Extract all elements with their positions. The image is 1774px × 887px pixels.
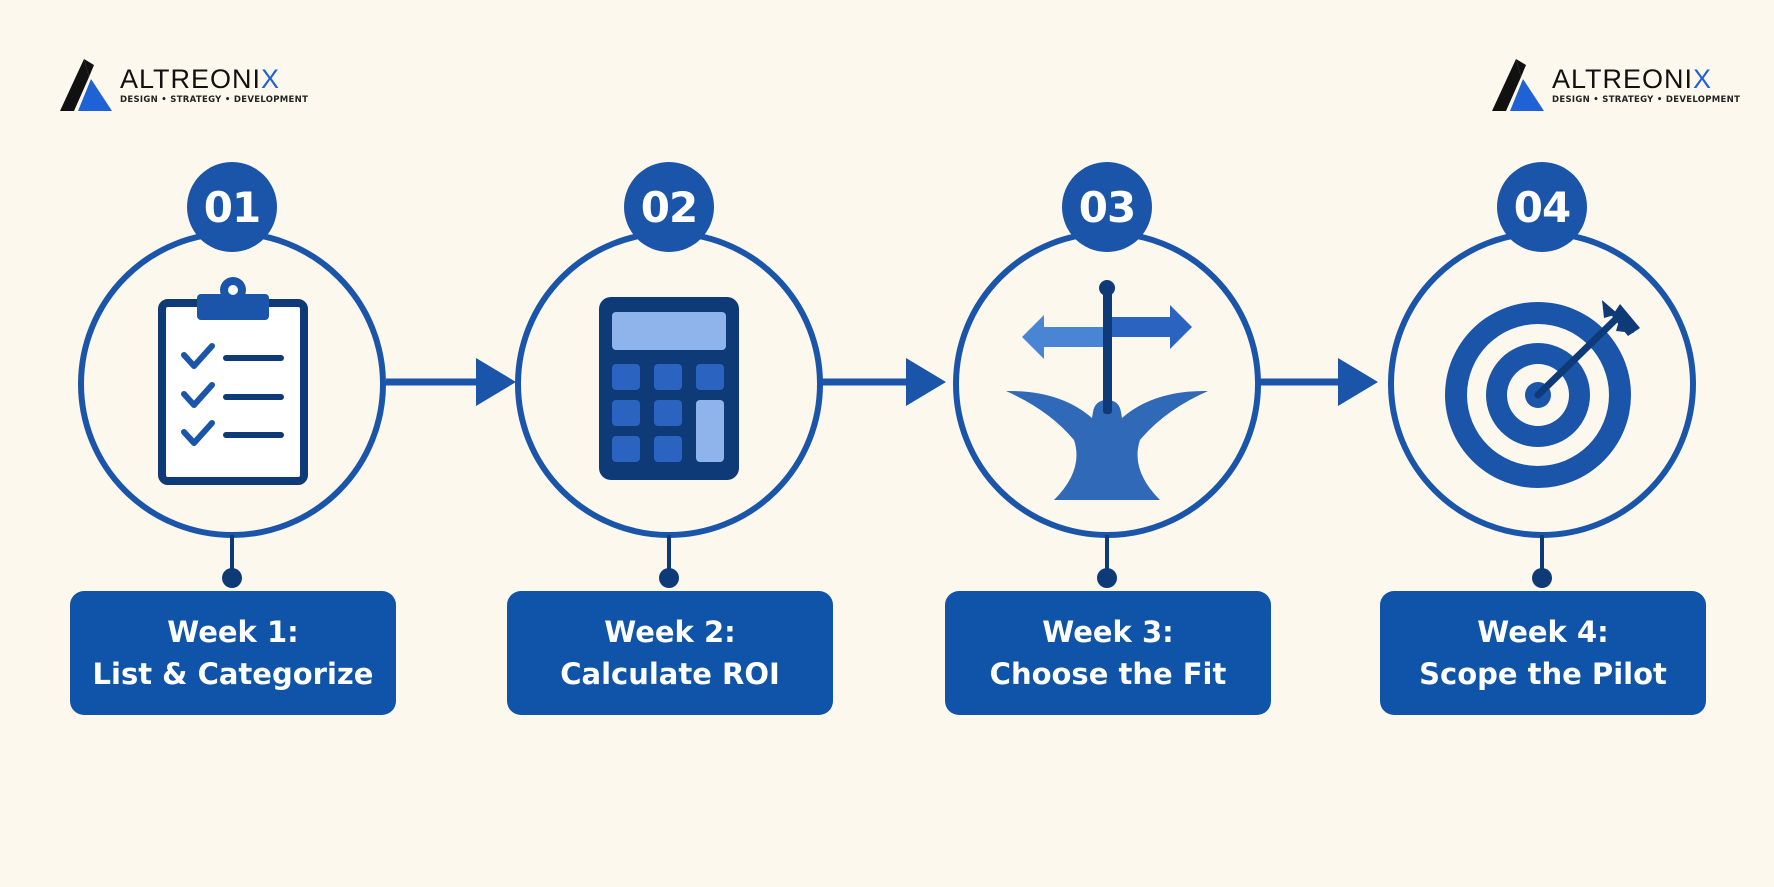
connector-arrow [822,358,946,406]
brand-name: ALTREONIX [120,64,281,94]
step-3-graphic [953,230,1261,588]
connector-arrow [386,358,516,406]
step-title: Calculate ROI [560,657,780,691]
logo-mark-icon [1492,59,1544,111]
step-title: Choose the Fit [989,657,1227,691]
step-number-badge: 01 [187,162,277,252]
step-1-graphic [78,230,386,588]
target-arrow-icon [1445,300,1640,488]
step-title: List & Categorize [92,657,374,691]
brand-tagline: DESIGN • STRATEGY • DEVELOPMENT [120,95,309,105]
step-label-box: Week 3: Choose the Fit [945,591,1271,715]
step-number-badge: 02 [624,162,714,252]
connector-arrow [1260,358,1378,406]
brand-logo-left: ALTREONIX DESIGN • STRATEGY • DEVELOPMEN… [58,57,308,113]
step-2-graphic [515,230,823,588]
logo-mark-icon [60,59,112,111]
step-number-badge: 04 [1497,162,1587,252]
step-week: Week 3: [1042,615,1174,649]
brand-logo-right: ALTREONIX DESIGN • STRATEGY • DEVELOPMEN… [1490,57,1740,113]
brand-tagline: DESIGN • STRATEGY • DEVELOPMENT [1552,95,1741,105]
step-week: Week 4: [1477,615,1609,649]
step-number-badge: 03 [1062,162,1152,252]
step-week: Week 2: [604,615,736,649]
step-title: Scope the Pilot [1419,657,1667,691]
brand-name: ALTREONIX [1552,64,1713,94]
clipboard-checklist-icon [158,277,308,485]
crossroads-signpost-icon [1006,280,1208,500]
calculator-icon [599,297,739,480]
step-label-box: Week 1: List & Categorize [70,591,396,715]
step-label-box: Week 4: Scope the Pilot [1380,591,1706,715]
step-week: Week 1: [167,615,299,649]
step-label-box: Week 2: Calculate ROI [507,591,833,715]
step-4-graphic [1388,230,1696,588]
